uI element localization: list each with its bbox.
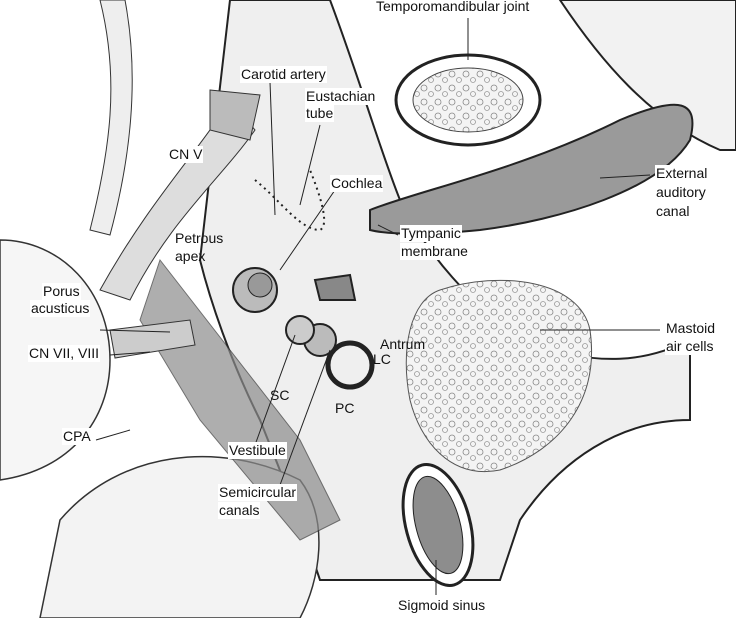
label-vestibule: Vestibule — [228, 442, 287, 459]
leader-lines — [95, 18, 660, 595]
label-pc: PC — [335, 400, 355, 416]
label-petrous-apex-1: Petrous — [175, 230, 224, 246]
label-external-auditory-canal-3: canal — [655, 203, 691, 220]
label-tympanic-membrane-1: Tympanic — [400, 225, 462, 242]
label-external-auditory-canal-1: External — [655, 165, 709, 182]
label-lc: LC — [373, 351, 391, 367]
label-cochlea: Cochlea — [330, 175, 384, 192]
label-carotid-artery: Carotid artery — [240, 66, 327, 83]
label-sigmoid-sinus: Sigmoid sinus — [397, 597, 487, 614]
label-antrum: Antrum — [380, 336, 426, 352]
label-mastoid-air-cells-2: air cells — [665, 338, 715, 355]
label-semicircular-canals-1: Semicircular — [218, 484, 298, 501]
label-petrous-apex-2: apex — [175, 248, 206, 264]
label-eustachian-tube-2: tube — [305, 105, 335, 122]
label-external-auditory-canal-2: auditory — [655, 184, 707, 201]
label-porus-acusticus-2: acusticus — [30, 300, 91, 317]
label-sc: SC — [270, 387, 290, 403]
label-porus-acusticus-1: Porus — [42, 283, 81, 300]
label-cn-v: CN V — [168, 146, 204, 163]
label-tympanic-membrane-2: membrane — [400, 243, 469, 260]
label-semicircular-canals-2: canals — [218, 502, 261, 519]
label-cn-vii-viii: CN VII, VIII — [28, 345, 101, 362]
label-cpa: CPA — [62, 428, 92, 445]
label-mastoid-air-cells-1: Mastoid — [665, 320, 717, 337]
label-eustachian-tube-1: Eustachian — [305, 88, 377, 105]
label-temporomandibular-joint: Temporomandibular joint — [375, 0, 531, 15]
